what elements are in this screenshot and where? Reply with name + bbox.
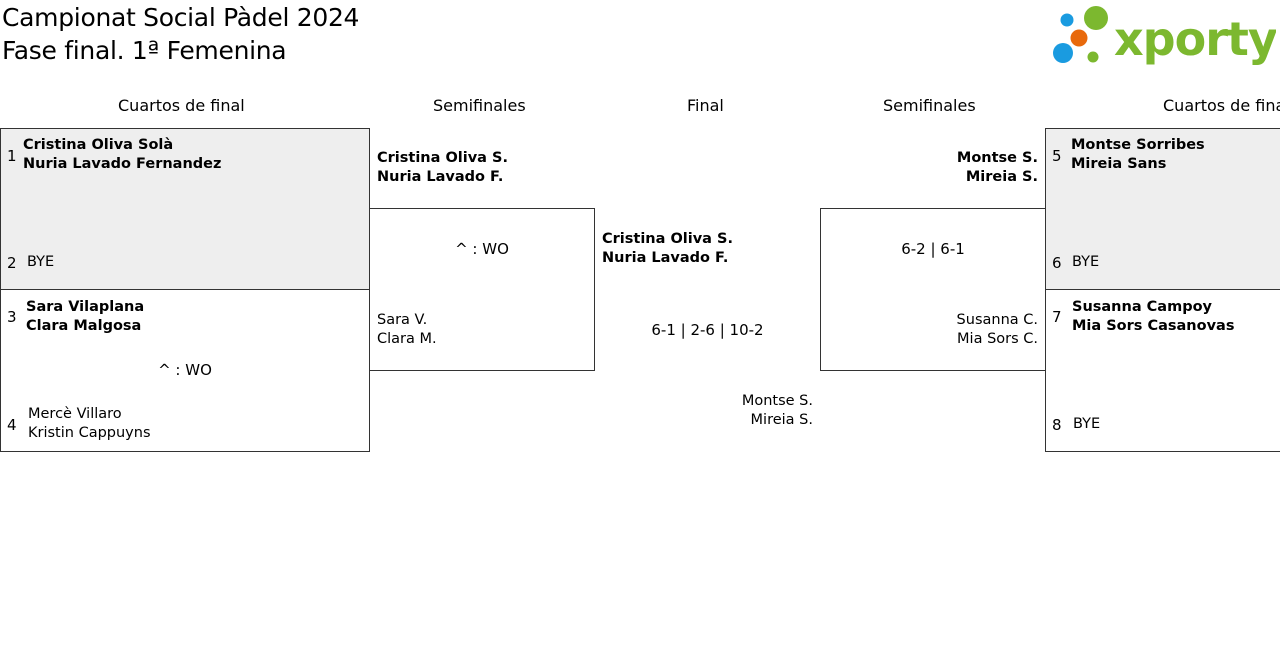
logo-text: xporty [1114,12,1276,66]
player-name: Nuria Lavado Fernandez [23,156,222,172]
player-name: Montse S. [956,150,1038,166]
player-name: Susanna C. [956,312,1038,328]
player-name: Cristina Oliva S. [602,231,733,247]
player-name: Mia Sors C. [957,331,1038,347]
round-sf-right: Semifinales [883,96,976,115]
player-name: Montse S. [741,393,813,409]
player-name: Susanna Campoy [1072,299,1212,315]
player-name: Mireia S. [750,412,813,428]
qf-left-match-1 [0,128,370,290]
round-sf-left: Semifinales [433,96,526,115]
final-score: 6-1 | 2-6 | 10-2 [651,321,764,339]
player-name: Mia Sors Casanovas [1072,318,1235,334]
player-name: Sara Vilaplana [26,299,145,315]
xporty-logo-icon: xporty [1053,6,1279,66]
seed-number: 4 [7,416,17,434]
player-name: Kristin Cappuyns [28,425,151,441]
player-name: Clara M. [377,331,437,347]
match-score: 6-2 | 6-1 [901,240,965,258]
qf-right-match-2 [1045,289,1280,452]
player-name: Montse Sorribes [1071,137,1205,153]
seed-number: 3 [7,308,17,326]
match-score: ^ : WO [455,240,509,258]
player-name: Nuria Lavado F. [377,169,504,185]
round-qf-left: Cuartos de final [118,96,245,115]
seed-number: 1 [7,147,17,165]
player-name: Mercè Villaro [28,406,122,422]
bye-label: BYE [1073,416,1101,432]
seed-number: 6 [1052,254,1062,272]
player-name: Cristina Oliva Solà [23,137,174,153]
page-subtitle: Fase final. 1ª Femenina [2,36,287,65]
round-qf-right: Cuartos de final [1163,96,1280,115]
seed-number: 8 [1052,416,1062,434]
player-name: Mireia S. [965,169,1038,185]
player-name: Mireia Sans [1071,156,1167,172]
sf-left-bracket [369,208,595,371]
qf-right-match-1 [1045,128,1280,290]
page-title: Campionat Social Pàdel 2024 [2,3,360,32]
bye-label: BYE [1072,254,1100,270]
player-name: Sara V. [377,312,428,328]
player-name: Nuria Lavado F. [602,250,729,266]
seed-number: 5 [1052,147,1062,165]
bye-label: BYE [27,254,55,270]
seed-number: 7 [1052,308,1062,326]
player-name: Clara Malgosa [26,318,142,334]
player-name: Cristina Oliva S. [377,150,508,166]
xporty-logo[interactable]: xporty [1050,4,1279,68]
round-final: Final [687,96,724,115]
seed-number: 2 [7,254,17,272]
match-score: ^ : WO [158,361,212,379]
